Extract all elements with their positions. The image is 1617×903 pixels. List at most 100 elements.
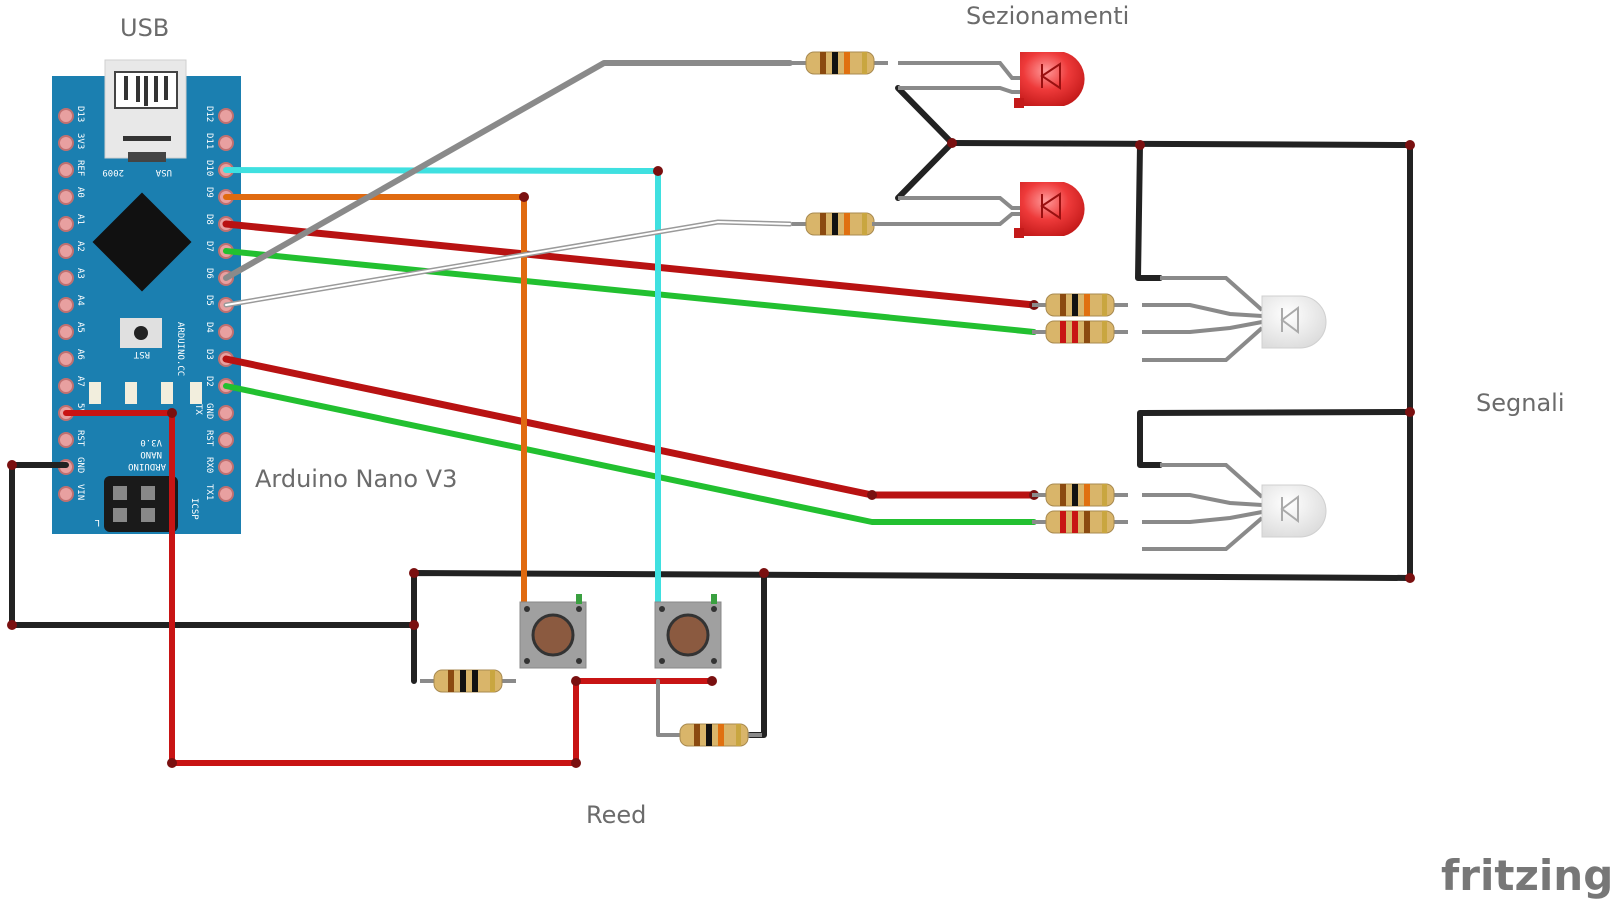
left-pin-pad [58, 216, 74, 232]
push-button-2[interactable] [654, 594, 722, 669]
resistor-icon [792, 51, 888, 75]
right-pin-label: TX1 [204, 484, 214, 500]
version-silk: V3.0 [140, 437, 162, 447]
right-pin-label: D5 [204, 295, 214, 306]
left-pin-label: REF [75, 160, 85, 176]
right-pin-pad [218, 135, 234, 151]
white-wire-d5-inner [225, 221, 791, 306]
right-pin-pad [218, 486, 234, 502]
left-pin-label: D13 [75, 106, 85, 122]
left-pin-label: A2 [75, 241, 85, 252]
gray-wire-d6 [223, 60, 793, 281]
right-pin-label: RST [204, 430, 214, 447]
tx-silk: TX [193, 404, 203, 415]
black-wire-gnd-loop [9, 462, 417, 628]
right-pin-label: D3 [204, 349, 214, 360]
red-wire-d8 [222, 220, 1038, 309]
right-pin-label: GND [204, 403, 214, 419]
black-wire-rgb2 [1137, 409, 1413, 468]
microcontroller-chip [92, 192, 192, 292]
left-pin-label: A6 [75, 349, 85, 360]
sezionamenti-label: Sezionamenti [966, 2, 1129, 30]
right-pin-label: D6 [204, 268, 214, 279]
right-pin-label: D12 [204, 106, 214, 122]
right-pin-label: RX0 [204, 457, 214, 473]
reset-button[interactable] [120, 318, 162, 348]
left-pin-label: A0 [75, 187, 85, 198]
right-pin-pad [218, 405, 234, 421]
red-led-2 [872, 182, 1085, 238]
left-pin-label: 5V [75, 403, 85, 414]
resistor-icon [1032, 320, 1128, 344]
resistor-icon [1032, 293, 1128, 317]
left-pin-label: A1 [75, 214, 85, 225]
right-pin-pad [218, 108, 234, 124]
red-led-1 [898, 52, 1085, 108]
arduino-cc-silk: ARDUINO.CC [175, 322, 185, 376]
right-pin-label: D2 [204, 376, 214, 387]
left-pin-pad [58, 108, 74, 124]
right-pin-label: D9 [204, 187, 214, 198]
black-wire-btn2 [747, 570, 767, 738]
resistor-icon [1032, 510, 1128, 534]
right-pin-pad [218, 459, 234, 475]
left-pin-pad [58, 270, 74, 286]
black-wire-rgb1 [1135, 142, 1163, 281]
left-pin-label: VIN [75, 484, 85, 500]
wire-end-dots [7, 138, 1415, 768]
left-pin-pad [58, 324, 74, 340]
icsp-header [104, 476, 178, 532]
right-pin-label: D11 [204, 133, 214, 149]
right-pin-label: D4 [204, 322, 214, 333]
left-pin-label: A7 [75, 376, 85, 387]
resistor-icon [666, 723, 762, 747]
rgb-led-2 [1142, 463, 1327, 551]
left-pin-pad [58, 297, 74, 313]
right-pin-pads [218, 108, 234, 502]
left-pin-pad [58, 162, 74, 178]
usa-silk: USA [155, 167, 172, 177]
rgb-led-1 [1142, 276, 1327, 362]
green-wire-d2 [223, 383, 1037, 525]
usb-connector-icon [104, 59, 187, 162]
left-pin-label: A4 [75, 295, 85, 306]
left-pin-label: 3V3 [75, 133, 85, 149]
left-pin-pad [58, 243, 74, 259]
resistors [420, 51, 1128, 747]
right-pin-pad [218, 432, 234, 448]
left-pin-label: RST [75, 430, 85, 447]
resistor-icon [420, 669, 516, 693]
l-silk: L [95, 517, 100, 527]
board-label: Arduino Nano V3 [255, 465, 457, 493]
usb-label: USB [120, 14, 169, 42]
resistor-icon [1032, 483, 1128, 507]
red-wire-5v [63, 410, 715, 766]
right-pin-label: D7 [204, 241, 214, 252]
right-pin-label: D8 [204, 214, 214, 225]
left-pin-pad [58, 378, 74, 394]
fritzing-logo: fritzing [1441, 851, 1613, 900]
gray-wire-btn2-res [656, 679, 682, 737]
year-silk: 2009 [102, 167, 124, 177]
nano-silk: NANO [140, 449, 162, 459]
left-pin-pad [58, 351, 74, 367]
cyan-wire-d10 [223, 167, 661, 605]
left-pin-label: A5 [75, 322, 85, 333]
segnali-label: Segnali [1476, 389, 1565, 417]
left-pin-pad [58, 189, 74, 205]
rst-silk: RST [133, 349, 150, 359]
arduino-silk: ARDUINO [128, 461, 166, 471]
left-pin-pad [58, 135, 74, 151]
right-pin-label: D10 [204, 160, 214, 176]
board-smd-leds [89, 382, 202, 404]
right-pin-pad [218, 324, 234, 340]
left-pin-pads [58, 108, 74, 502]
green-wire-d7 [223, 248, 1037, 335]
left-pin-pad [58, 432, 74, 448]
left-pin-label: GND [75, 457, 85, 473]
push-button-1[interactable] [519, 594, 587, 669]
left-pin-pad [58, 486, 74, 502]
